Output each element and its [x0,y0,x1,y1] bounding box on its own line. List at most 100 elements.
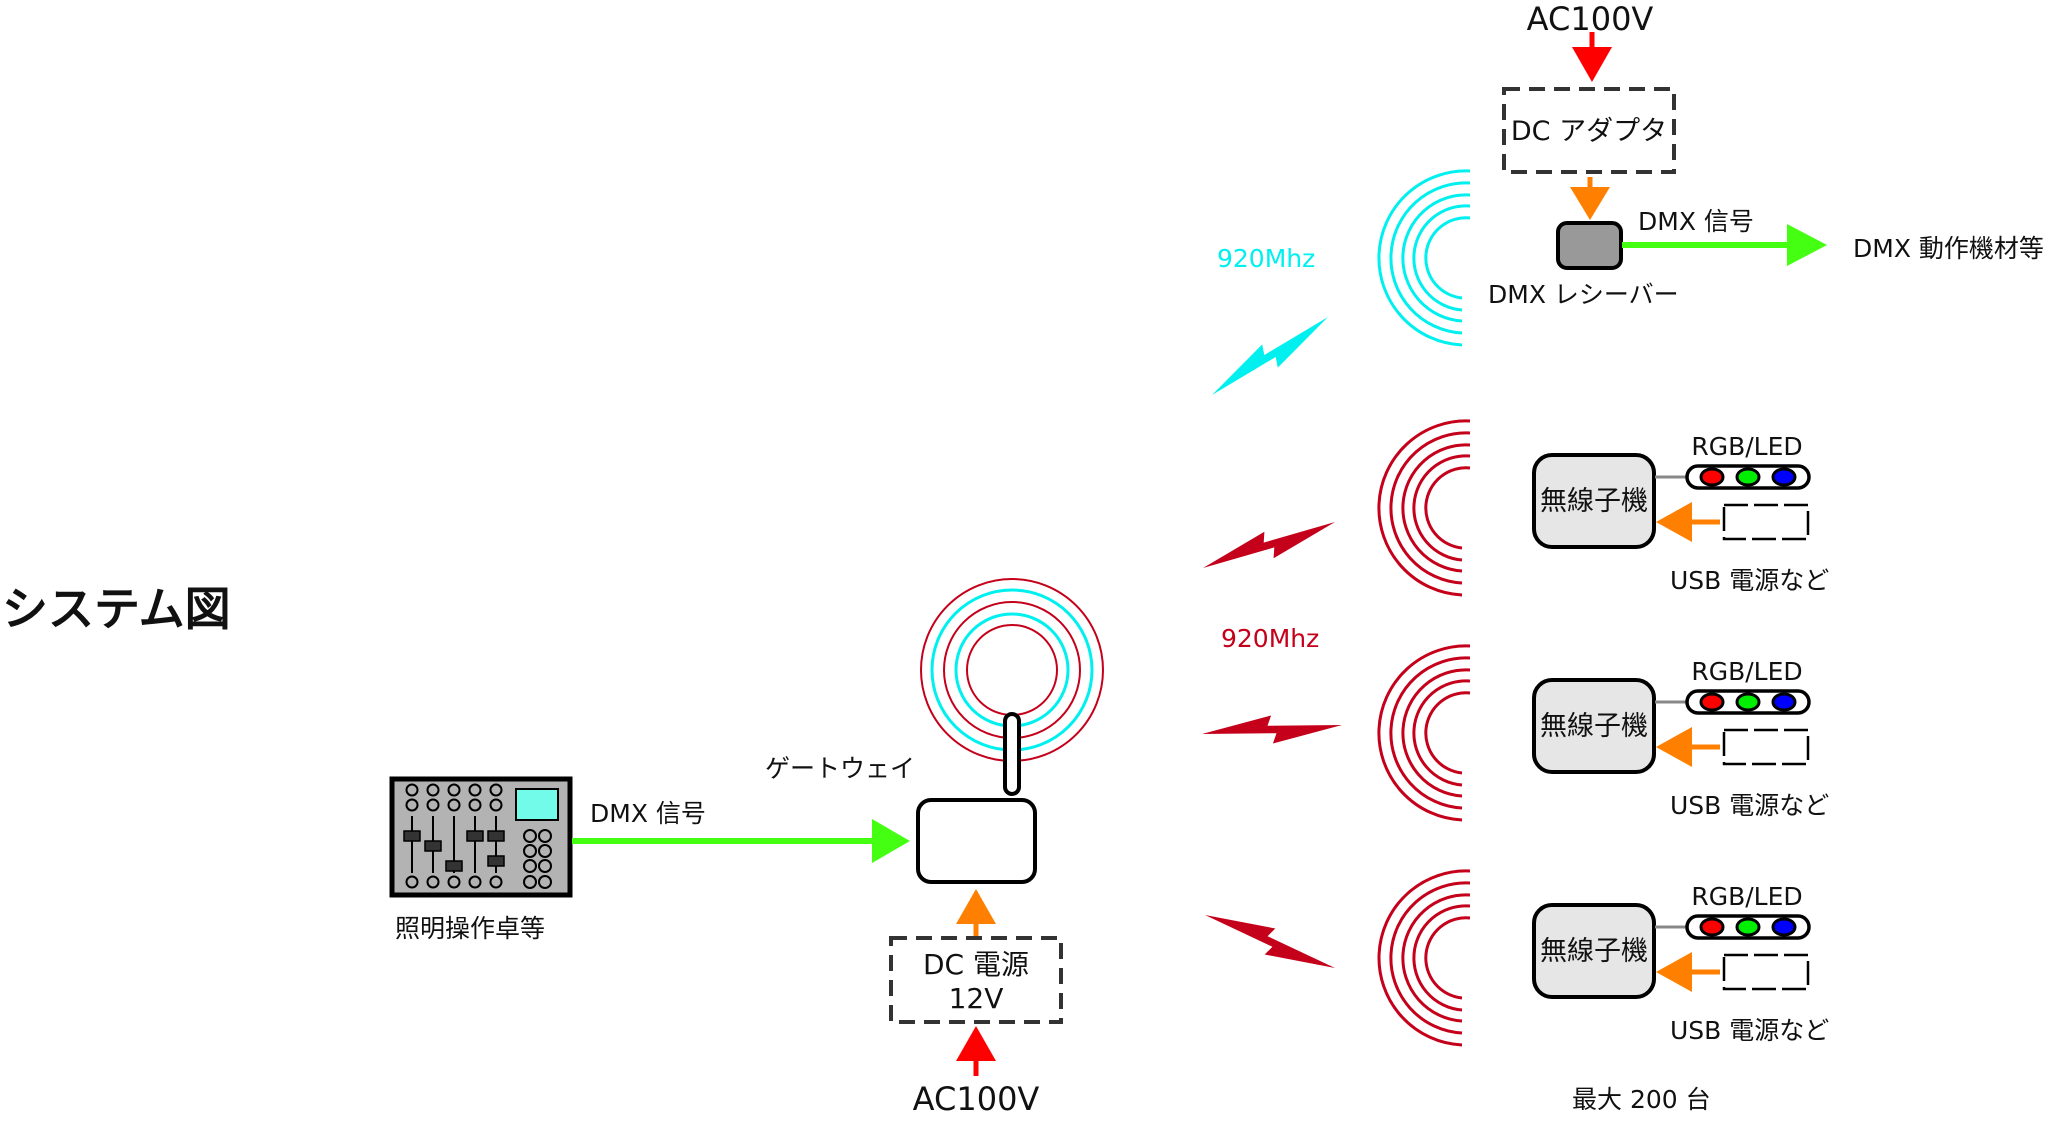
console-knob [447,798,461,812]
radio-wave-arc [1424,466,1471,550]
console-knob [405,875,419,889]
nodes-frequency: 920Mhz [1221,624,1319,653]
console-knob [426,783,440,797]
console-button [523,829,537,843]
dmx-receiver-label: DMX レシーバー [1488,280,1679,309]
radio-wave-arc [1377,169,1471,347]
console-button [538,875,552,889]
radio-wave-arc [1389,656,1471,810]
gateway-label: ゲートウェイ [765,754,915,783]
console-button [538,844,552,858]
dmx-output-arrow [1622,224,1827,266]
console-fader [487,855,505,867]
console-knob [489,875,503,889]
console-knobs [403,783,552,889]
usb-power-arrow-head [1656,952,1692,992]
console-knob [405,798,419,812]
node-label: 無線子機 [1540,711,1648,742]
radio-wave-arc [1377,419,1471,597]
console-knob [468,875,482,889]
radio-wave-arc [1389,881,1471,1035]
usb-power-arrow-head [1656,727,1692,767]
gateway-dc-power-line1: DC 電源 [923,948,1029,981]
radio-wave-arc [1412,204,1471,312]
gateway-dc-power-box [889,936,1063,1024]
radio-wave-arc [1424,691,1471,775]
receiver-radio-waves [1377,169,1471,347]
led-label: RGB/LED [1691,657,1802,686]
wireless-node: 無線子機 RGB/LED USB 電源など [1203,419,1829,597]
radio-wave-arc [1401,893,1471,1023]
console-fader [487,830,505,842]
receiver-ac-arrow [1572,32,1612,82]
receiver-ac-label: AC100V [1527,0,1654,38]
radio-wave-arc [1401,193,1471,323]
console-knob [405,783,419,797]
node-lightning-icon [1205,915,1335,968]
console-knob [468,783,482,797]
dc-adapter-box [1502,87,1676,174]
led [1771,467,1797,487]
node-radio-waves [1377,419,1471,597]
console-button [538,859,552,873]
led [1699,917,1725,937]
radio-wave-arc [1389,181,1471,335]
led [1771,917,1797,937]
node-lightning-icon [1203,522,1335,568]
lighting-console [389,776,573,898]
usb-power-label: USB 電源など [1670,1016,1829,1045]
wireless-node: 無線子機 RGB/LED USB 電源など [1205,869,1829,1047]
dmx-output-label: DMX 信号 [1638,207,1754,236]
led [1735,467,1761,487]
node-box [1532,903,1656,999]
console-fader [403,830,421,842]
console-knob [426,875,440,889]
console-label: 照明操作卓等 [395,914,545,943]
console-knob [489,798,503,812]
usb-power-arrow-head [1656,502,1692,542]
max-node-count: 最大 200 台 [1572,1085,1711,1114]
led [1735,917,1761,937]
console-fader [424,840,442,852]
node-box [1532,453,1656,549]
led-label: RGB/LED [1691,432,1802,461]
console-button [538,829,552,843]
console-button [523,844,537,858]
radio-wave-arc [1377,869,1471,1047]
node-label: 無線子機 [1540,936,1648,967]
led-label: RGB/LED [1691,882,1802,911]
gateway-box [916,798,1037,884]
dc-adapter-label: DC アダプタ [1511,116,1667,147]
node-radio-waves [1377,869,1471,1047]
radio-wave-arc [1401,668,1471,798]
usb-power-box [1722,953,1810,991]
console-fader [466,830,484,842]
console-knob [447,875,461,889]
console-screen [515,788,559,821]
console-button [523,859,537,873]
led [1699,692,1725,712]
radio-wave-arc [1424,216,1471,300]
node-radio-waves [1377,644,1471,822]
diagram-title: システム図 [2,582,231,636]
console-knob [468,798,482,812]
console-knob [489,783,503,797]
led [1699,467,1725,487]
gateway-dc-power-line2: 12V [949,982,1004,1015]
receiver-frequency: 920Mhz [1217,244,1315,273]
usb-power-box [1722,503,1810,541]
gateway-antenna [1003,712,1021,796]
dmx-receiver-box [1556,221,1623,270]
console-fader [445,860,463,872]
led [1735,692,1761,712]
radio-wave-arc [1389,431,1471,585]
radio-wave-arc [1412,904,1471,1012]
receiver-dc-arrow [1570,177,1610,220]
console-knob [426,798,440,812]
usb-power-label: USB 電源など [1670,566,1829,595]
dmx-output-target: DMX 動作機材等 [1853,234,2044,263]
node-label: 無線子機 [1540,486,1648,517]
